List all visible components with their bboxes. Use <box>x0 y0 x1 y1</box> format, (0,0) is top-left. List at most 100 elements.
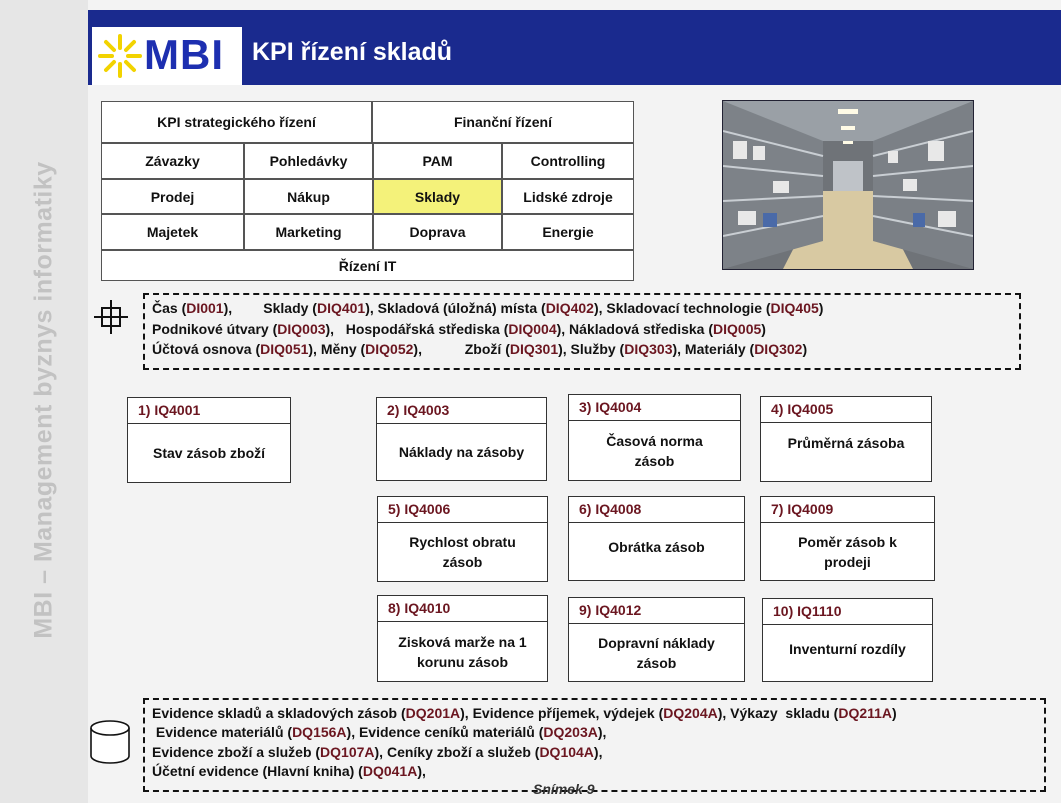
grid-cell: Nákup <box>244 179 373 214</box>
code-ref: DQ104A <box>539 744 594 760</box>
grid-cell: Doprava <box>373 214 502 250</box>
kpi-name: Náklady na zásoby <box>398 444 525 460</box>
grid-cell: Controlling <box>502 143 634 179</box>
code-ref: DIQ302 <box>754 341 803 357</box>
text-segment: Evidence zboží a služeb ( <box>152 744 321 760</box>
page-title: KPI řízení skladů <box>252 38 453 66</box>
header-bar <box>88 10 1061 85</box>
text-segment: ), <box>597 724 607 740</box>
text-segment: ), Služby ( <box>558 341 625 357</box>
kpi-name: Průměrná zásoba <box>787 435 905 451</box>
sources-line: Evidence zboží a služeb (DQ107A), Ceníky… <box>152 744 602 760</box>
text-segment: ), Evidence příjemek, výdejek ( <box>460 705 664 721</box>
text-segment: ), Výkazy skladu ( <box>717 705 839 721</box>
side-text: MBI – Management byznys informatiky <box>29 161 58 639</box>
code-ref: DQ041A <box>362 763 418 779</box>
sources-box <box>143 698 1046 792</box>
code-ref: DIQ402 <box>545 300 594 316</box>
kpi-card: 4) IQ4005 Průměrná zásoba <box>760 396 932 482</box>
kpi-id: 4) IQ4005 <box>761 397 931 423</box>
kpi-id: 7) IQ4009 <box>761 497 934 523</box>
text-segment: ) <box>818 300 824 316</box>
text-segment: ), Ceníky zboží a služeb ( <box>374 744 540 760</box>
dimensions-line: Účtová osnova (DIQ051), Měny (DIQ052), Z… <box>152 341 807 357</box>
grid-cell: Pohledávky <box>244 143 373 179</box>
logo: MBI <box>92 27 242 85</box>
crosshair-icon <box>94 300 128 334</box>
grid-cell: Lidské zdroje <box>502 179 634 214</box>
database-icon <box>90 720 130 764</box>
text-segment: ) <box>761 321 766 337</box>
kpi-card: 2) IQ4003 Náklady na zásoby <box>376 397 547 481</box>
code-ref: DQ204A <box>663 705 718 721</box>
dimensions-line: Podnikové útvary (DIQ003), Hospodářská s… <box>152 321 766 337</box>
text-segment: Evidence skladů a skladových zásob ( <box>152 705 406 721</box>
logo-text: MBI <box>144 31 224 78</box>
code-ref: DIQ051 <box>260 341 309 357</box>
kpi-id: 2) IQ4003 <box>377 398 546 424</box>
code-ref: DQ107A <box>320 744 375 760</box>
text-segment: ) <box>892 705 897 721</box>
kpi-id: 6) IQ4008 <box>569 497 744 523</box>
kpi-name: Stav zásob zboží <box>152 445 266 461</box>
dimensions-line: Čas (DI001), Sklady (DIQ401), Skladová (… <box>152 300 823 316</box>
dimensions-box <box>143 293 1021 370</box>
code-ref: DIQ003 <box>277 321 326 337</box>
code-ref: DIQ301 <box>509 341 559 357</box>
kpi-id: 8) IQ4010 <box>378 596 547 622</box>
kpi-name: Obrátka zásob <box>608 539 705 555</box>
code-ref: DQ211A <box>838 705 893 721</box>
kpi-card: 1) IQ4001 Stav zásob zboží <box>127 397 291 483</box>
text-segment: Evidence materiálů ( <box>152 724 293 740</box>
text-segment: ), <box>593 744 603 760</box>
sun-icon <box>98 34 142 78</box>
text-segment: ), <box>417 763 426 779</box>
grid-it: Řízení IT <box>101 250 634 281</box>
kpi-id: 10) IQ1110 <box>763 599 932 625</box>
text-segment: ), Nákladová střediska ( <box>556 321 714 337</box>
grid-financial: Finanční řízení <box>372 101 634 143</box>
kpi-id: 5) IQ4006 <box>378 497 547 523</box>
text-segment: ), Evidence ceníků materiálů ( <box>346 724 544 740</box>
text-segment: ), Materiály ( <box>672 341 755 357</box>
code-ref: DQ203A <box>543 724 598 740</box>
grid-cell: Majetek <box>101 214 244 250</box>
sources-line: Účetní evidence (Hlavní kniha) (DQ041A), <box>152 763 426 779</box>
code-ref: DIQ401 <box>316 300 366 316</box>
text-segment: ) <box>802 341 808 357</box>
code-ref: DIQ004 <box>508 321 557 337</box>
grid-cell: Marketing <box>244 214 373 250</box>
grid-cell: Prodej <box>101 179 244 214</box>
text-segment: Účetní evidence (Hlavní kniha) ( <box>152 763 363 779</box>
kpi-card: 10) IQ1110 Inventurní rozdíly <box>762 598 933 682</box>
side-band: MBI – Management byznys informatiky <box>0 0 88 803</box>
kpi-name: Inventurní rozdíly <box>789 641 906 657</box>
text-segment: ), Měny ( <box>308 341 366 357</box>
text-segment: Podnikové útvary ( <box>152 321 278 337</box>
code-ref: DQ156A <box>292 724 347 740</box>
text-segment: ), Zboží ( <box>413 341 510 357</box>
code-ref: DQ201A <box>405 705 461 721</box>
sources-line: Evidence materiálů (DQ156A), Evidence ce… <box>152 724 607 740</box>
grid-cell: Energie <box>502 214 634 250</box>
kpi-id: 1) IQ4001 <box>128 398 290 424</box>
kpi-id: 3) IQ4004 <box>569 395 740 421</box>
slide-number: Snímek 9 <box>533 781 595 797</box>
grid-cell-highlighted: Sklady <box>373 179 502 214</box>
text-segment: ), Sklady ( <box>223 300 317 316</box>
code-ref: DI001 <box>186 300 224 316</box>
text-segment: ), Skladovací technologie ( <box>593 300 771 316</box>
code-ref: DIQ005 <box>713 321 762 337</box>
text-segment: Účtová osnova ( <box>152 341 261 357</box>
code-ref: DIQ405 <box>770 300 819 316</box>
text-segment: ), Skladová (úložná) místa ( <box>365 300 546 316</box>
